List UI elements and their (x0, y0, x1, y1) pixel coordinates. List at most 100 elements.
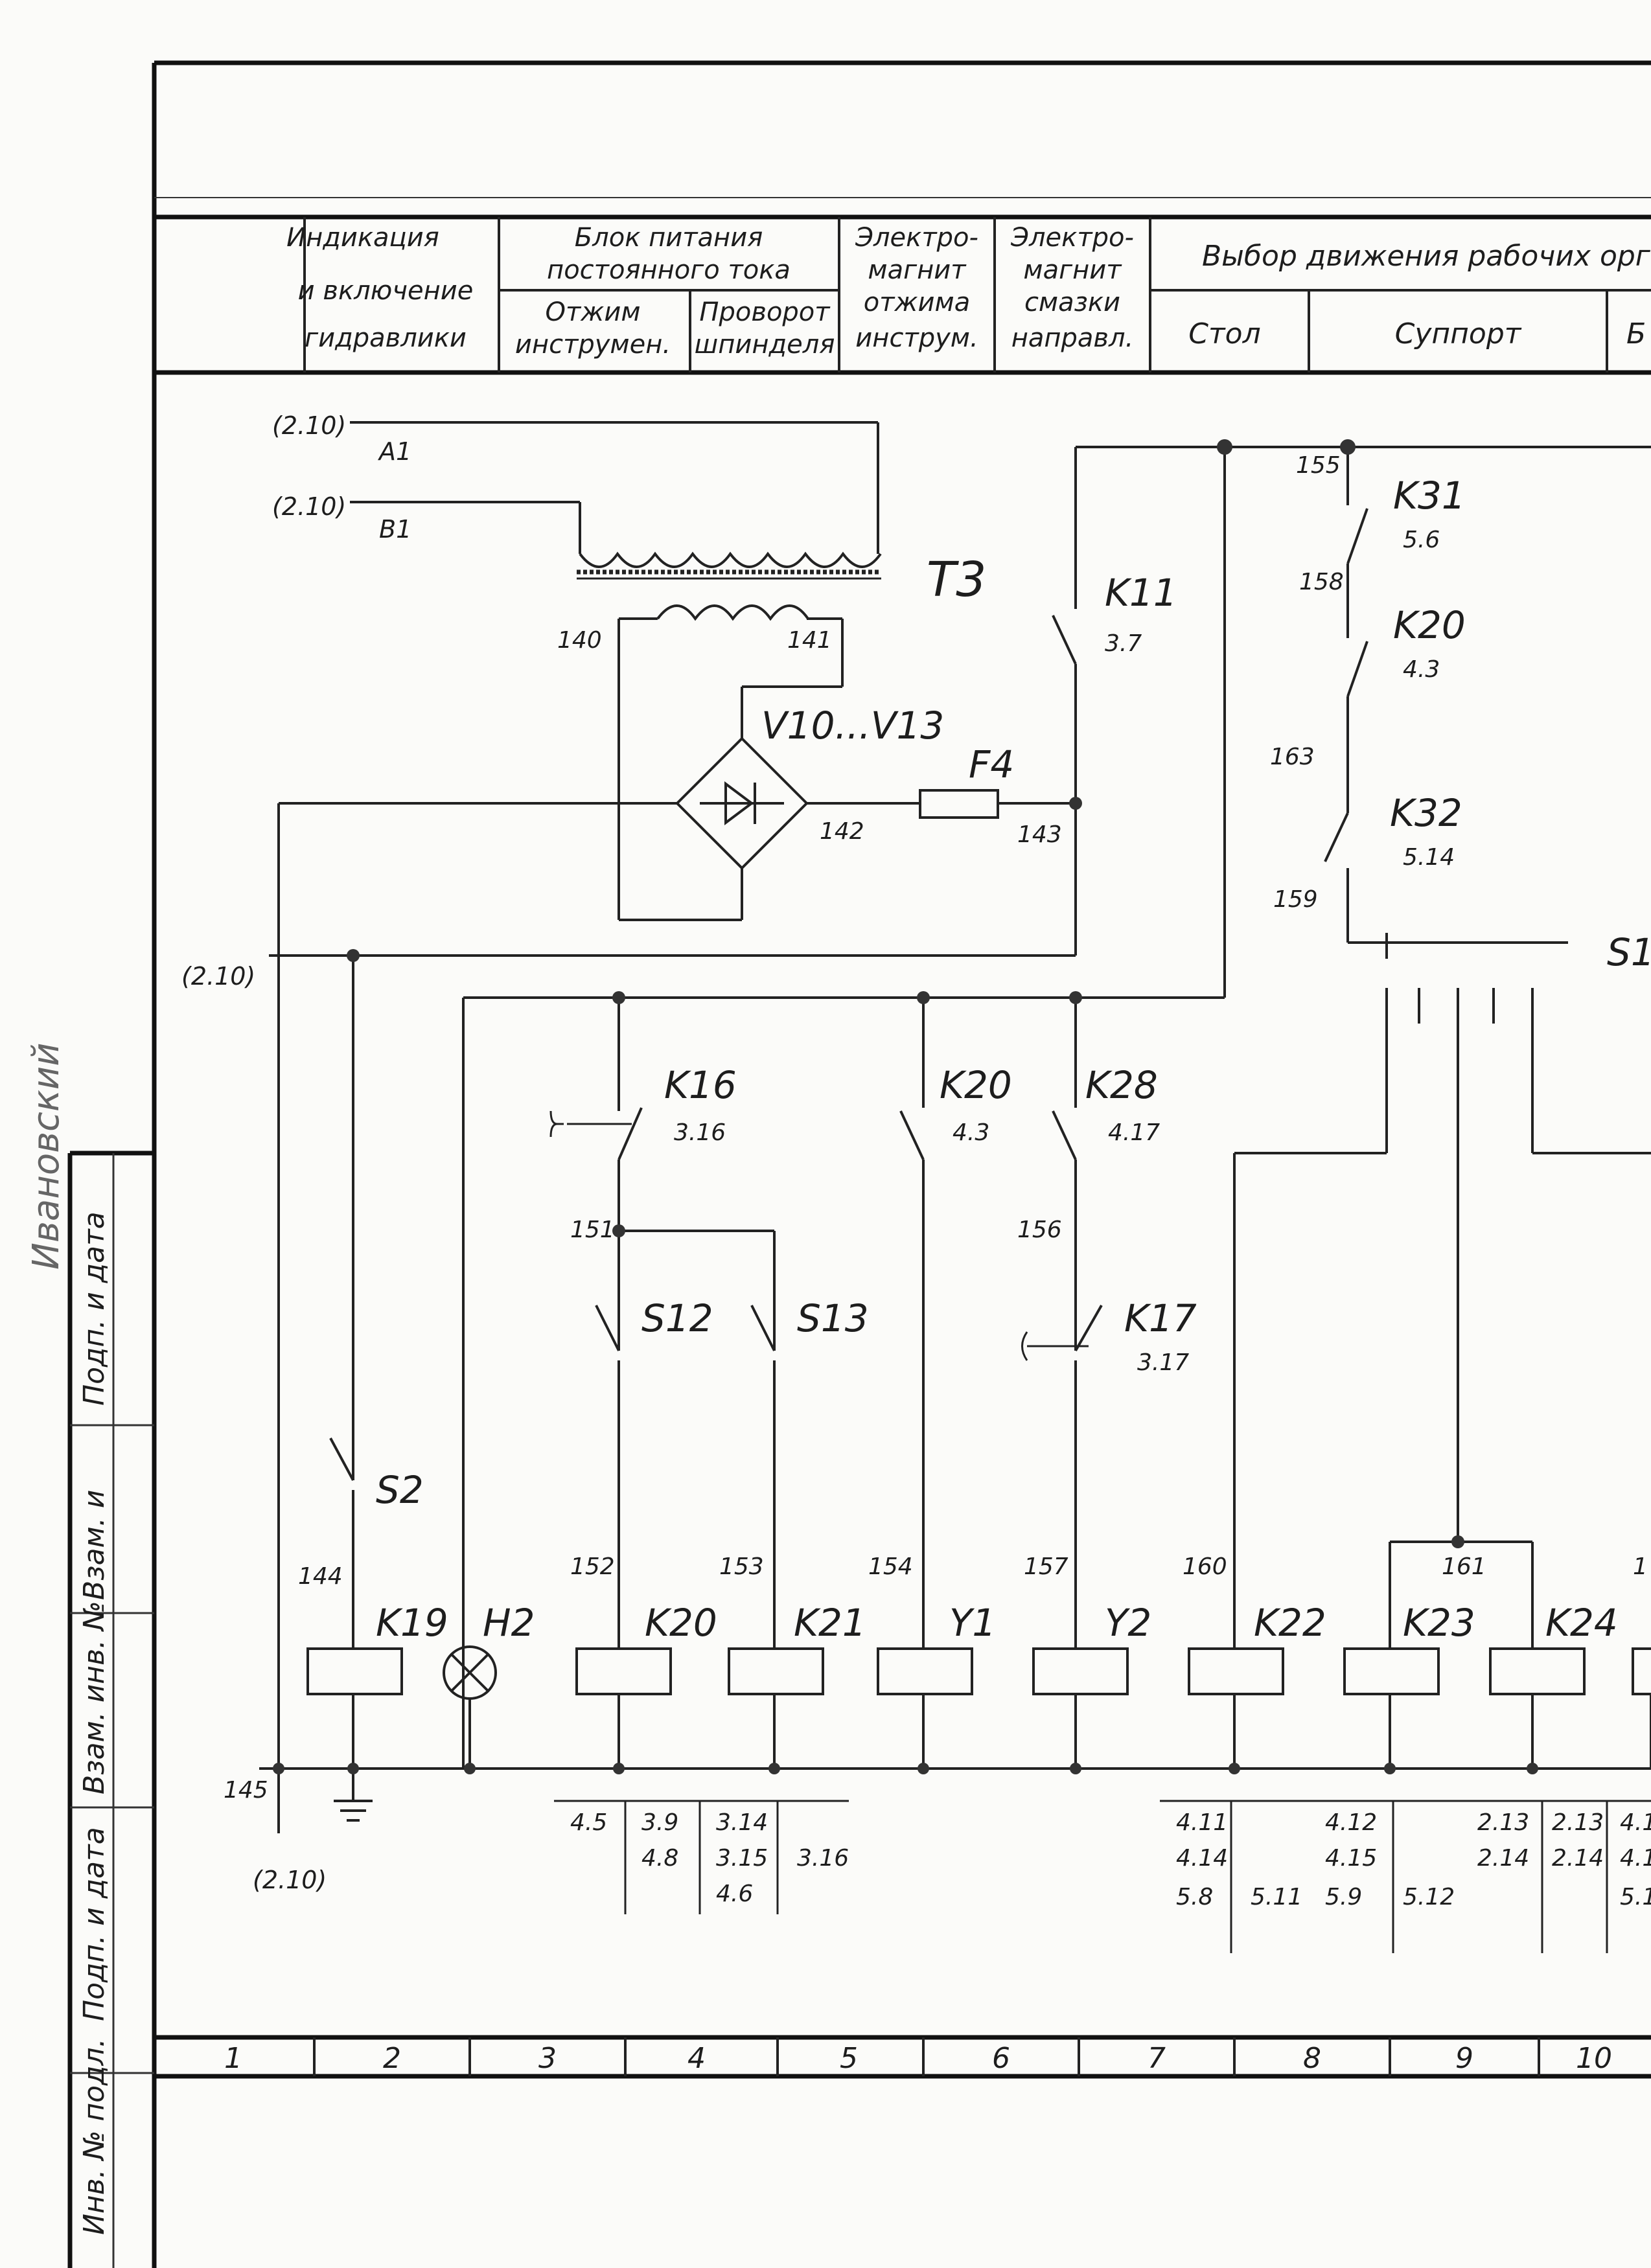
header-col4-line1: Электро- (1010, 223, 1134, 253)
header-col1-line2: и включение (298, 276, 474, 306)
wire-143: 143 (1017, 821, 1062, 848)
label-K11: K11 (1105, 571, 1177, 615)
label-K32: K32 (1390, 791, 1462, 835)
ref-i-0: 2.13 (1477, 1809, 1529, 1836)
wire-155: 155 (1296, 452, 1341, 479)
side-label-sign2: Подп. и дата (78, 1211, 111, 1406)
coil-Y1 (877, 1647, 973, 1695)
wire-142: 142 (820, 818, 864, 845)
label-K16-ref: 3.16 (674, 1119, 726, 1146)
ref-d-0: 3.16 (797, 1845, 849, 1872)
wire-B1: B1 (379, 515, 411, 544)
component-labels: T3 K11 3.7 V10...V13 F4 K16 3.16 K20 4.3… (376, 474, 1651, 1645)
label-S13: S13 (797, 1296, 869, 1340)
header-col2b-line2: шпинделя (695, 330, 835, 360)
wire-in-4: (2.10) (253, 1866, 327, 1894)
column-number-9: 9 (1455, 2042, 1473, 2075)
label-K20-right-ref: 4.3 (1403, 656, 1440, 683)
wire-labels: (2.10) A1 (2.10) B1 (2.10) (2.10) 140 14… (181, 411, 1648, 1894)
header-col2a-line1: Отжим (546, 297, 641, 327)
label-K20-contact: K20 (940, 1063, 1012, 1107)
column-number-7: 7 (1148, 2042, 1166, 2075)
wire-in-3: (2.10) (181, 962, 255, 991)
header-col5b: Суппорт (1395, 317, 1522, 350)
coil-K19 (306, 1647, 403, 1695)
wire-in-2: (2.10) (272, 492, 346, 521)
header-col2-title1: Блок питания (575, 223, 763, 253)
header-col2b-line1: Проворот (699, 297, 831, 327)
column-number-2: 2 (383, 2042, 401, 2075)
ref-a-0: 4.5 (570, 1809, 607, 1836)
side-label-inv: Инв. № подл. (78, 2038, 111, 2235)
ref-b-1: 4.8 (641, 1845, 678, 1872)
wire-163: 163 (1270, 744, 1315, 770)
column-number-3: 3 (538, 2042, 557, 2075)
ref-j-0: 2.13 (1552, 1809, 1604, 1836)
header-col3-line2: магнит (868, 255, 967, 285)
ref-c-1: 3.15 (716, 1845, 768, 1872)
header-col5-title: Выбор движения рабочих органов (1202, 240, 1651, 273)
wire-161: 161 (1442, 1553, 1486, 1580)
column-number-1: 1 (224, 2042, 242, 2075)
header-col4-line3: смазки (1024, 288, 1120, 317)
header-col1-line1: Индикация (286, 223, 439, 253)
label-K32-ref: 5.14 (1403, 844, 1455, 871)
side-label-replace2: Взам. и (78, 1490, 111, 1600)
label-K22: K22 (1254, 1601, 1326, 1645)
ref-b-0: 3.9 (641, 1809, 678, 1836)
header-col4-line2: магнит (1023, 255, 1122, 285)
coil-K21 (728, 1647, 824, 1695)
coil-K24 (1489, 1647, 1586, 1695)
column-numbers: 1 2 3 4 5 6 7 8 9 10 (224, 2037, 1612, 2076)
ref-k-0: 4.1 (1620, 1809, 1651, 1836)
wire-152: 152 (570, 1553, 615, 1580)
ref-c-2: 4.6 (716, 1881, 753, 1907)
side-label-sign1: Подп. и дата (78, 1827, 111, 2021)
column-number-8: 8 (1303, 2042, 1321, 2075)
label-K17: K17 (1124, 1296, 1197, 1340)
ref-g-2: 5.9 (1325, 1884, 1362, 1910)
label-Y1: Y1 (949, 1601, 996, 1645)
wire-in-1: (2.10) (272, 411, 346, 440)
label-K20-contact-ref: 4.3 (952, 1119, 989, 1146)
wire-153: 153 (719, 1553, 764, 1580)
label-K17-ref: 3.17 (1137, 1349, 1189, 1376)
ref-j-1: 2.14 (1552, 1845, 1604, 1872)
label-K21: K21 (794, 1601, 866, 1645)
wire-160: 160 (1183, 1553, 1227, 1580)
label-K28: K28 (1085, 1063, 1158, 1107)
label-K20-right: K20 (1393, 603, 1466, 647)
label-rectifier: V10...V13 (761, 704, 944, 748)
label-S2: S2 (376, 1468, 424, 1512)
ref-k-2: 5.1 (1620, 1884, 1651, 1910)
wire-154: 154 (868, 1553, 913, 1580)
column-number-5: 5 (840, 2042, 858, 2075)
label-K24: K24 (1545, 1601, 1618, 1645)
header-col2-title2: постоянного тока (547, 255, 791, 285)
coil-K22 (1188, 1647, 1284, 1695)
ref-g-0: 4.12 (1325, 1809, 1377, 1836)
ref-k-1: 4.1 (1620, 1845, 1651, 1872)
wire-145: 145 (224, 1777, 268, 1804)
wire-156: 156 (1017, 1217, 1062, 1243)
ref-f-0: 5.11 (1251, 1884, 1302, 1910)
wire-144: 144 (298, 1563, 343, 1590)
wire-151: 151 (570, 1217, 615, 1243)
label-K31: K31 (1393, 474, 1466, 518)
label-F4: F4 (969, 742, 1014, 786)
label-K11-ref: 3.7 (1105, 630, 1142, 657)
header-col5c: Б (1626, 317, 1646, 350)
wire-158: 158 (1299, 569, 1344, 595)
label-K16: K16 (664, 1063, 737, 1107)
ref-i-1: 2.14 (1477, 1845, 1529, 1872)
header-table: Индикация и включение гидравлики Блок пи… (286, 217, 1651, 372)
ref-e-2: 5.8 (1176, 1884, 1213, 1910)
label-T3: T3 (927, 552, 986, 608)
wire-16x: 1 (1633, 1553, 1648, 1580)
header-col1-line3: гидравлики (305, 323, 467, 353)
label-S12: S12 (641, 1296, 713, 1340)
label-S14: S14 (1607, 930, 1651, 974)
header-col2a-line2: инструмен. (515, 330, 671, 360)
coil-Y2 (1032, 1647, 1129, 1695)
ref-e-0: 4.11 (1176, 1809, 1228, 1836)
